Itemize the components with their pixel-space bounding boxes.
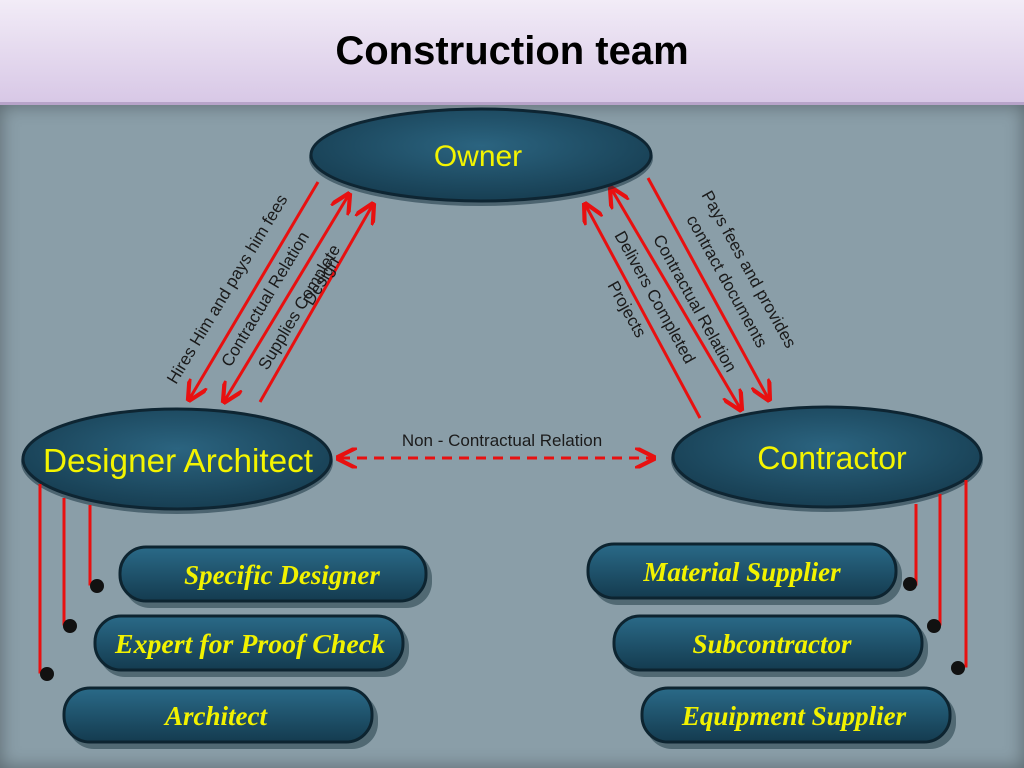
contractor-team-item: Subcontractor bbox=[612, 614, 928, 677]
contractor-team-item: Material Supplier bbox=[586, 542, 902, 605]
contractor-team: Material Supplier Subcontractor Equipmen… bbox=[586, 542, 956, 749]
designer-connectors bbox=[38, 484, 104, 681]
architect-label: Architect bbox=[163, 701, 268, 731]
material-supplier-label: Material Supplier bbox=[642, 557, 841, 587]
specific-designer-label: Specific Designer bbox=[184, 560, 380, 590]
designer-node: Designer Architect bbox=[21, 407, 333, 514]
expert-proof-check-label: Expert for Proof Check bbox=[114, 629, 386, 659]
designer-team-item: Expert for Proof Check bbox=[93, 614, 409, 677]
owner-label: Owner bbox=[434, 140, 522, 173]
contractor-connectors bbox=[903, 480, 968, 675]
contractor-node: Contractor bbox=[671, 405, 983, 512]
equipment-supplier-label: Equipment Supplier bbox=[681, 701, 907, 731]
contractual-arrow-left bbox=[225, 196, 348, 400]
delivers-projects-arrow bbox=[586, 206, 702, 419]
designer-team-item: Specific Designer bbox=[118, 545, 432, 608]
owner-node: Owner bbox=[309, 107, 653, 206]
designer-team: Specific Designer Expert for Proof Check… bbox=[62, 545, 432, 749]
designer-team-item: Architect bbox=[62, 686, 378, 749]
contractual-arrow-right bbox=[612, 190, 740, 408]
contractor-team-item: Equipment Supplier bbox=[640, 686, 956, 749]
non-contractual-label: Non - Contractual Relation bbox=[402, 431, 602, 450]
owner-designer-arrows bbox=[190, 181, 372, 403]
owner-contractor-labels: Pays fees and provides contract document… bbox=[604, 187, 800, 375]
page-title: Construction team bbox=[335, 28, 689, 73]
contractor-label: Contractor bbox=[757, 440, 907, 476]
designer-label: Designer Architect bbox=[43, 442, 313, 479]
title-bar: Construction team bbox=[0, 0, 1024, 105]
owner-contractor-arrows bbox=[586, 177, 768, 419]
subcontractor-label: Subcontractor bbox=[692, 629, 852, 659]
supplies-design-arrow bbox=[258, 206, 372, 403]
